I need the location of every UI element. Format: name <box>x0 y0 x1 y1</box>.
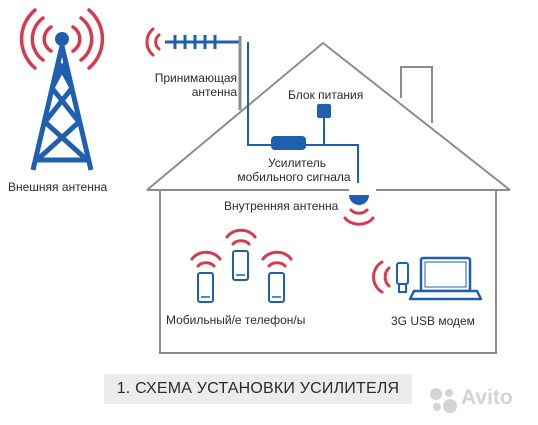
amplifier-label-line2: мобильного сигнала <box>237 170 351 184</box>
amplifier-icon <box>271 136 306 150</box>
usb-modem-icon <box>372 260 409 294</box>
watermark-text: Avito <box>461 386 513 409</box>
power-unit-label: Блок питания <box>288 88 364 102</box>
avito-logo-icon <box>430 388 457 413</box>
external-antenna-label: Внешняя антенна <box>8 180 108 194</box>
receiving-antenna-label-line2: антенна <box>191 85 237 99</box>
cell-tower-icon <box>19 8 105 171</box>
phones-label: Мобильный/е телефон/ы <box>166 313 306 327</box>
avito-watermark: Avito <box>425 383 530 417</box>
phone-icon <box>225 228 257 281</box>
phone-icon <box>261 250 293 303</box>
internal-antenna-label: Внутренняя антенна <box>224 199 339 213</box>
power-unit-icon <box>317 104 331 118</box>
caption-text: 1. СХЕМА УСТАНОВКИ УСИЛИТЕЛЯ <box>116 380 400 397</box>
usb-modem-label: 3G USB модем <box>391 314 475 328</box>
phone-icon <box>190 250 222 303</box>
caption-bar: 1. СХЕМА УСТАНОВКИ УСИЛИТЕЛЯ <box>104 374 412 404</box>
internal-antenna-icon <box>343 195 375 226</box>
receiving-antenna-icon <box>145 27 242 110</box>
house-outline <box>146 42 511 354</box>
amplifier-label-line1: Усилитель <box>267 156 327 170</box>
receiving-antenna-label-line1: Принимающая <box>154 71 237 85</box>
laptop-icon <box>408 256 483 301</box>
